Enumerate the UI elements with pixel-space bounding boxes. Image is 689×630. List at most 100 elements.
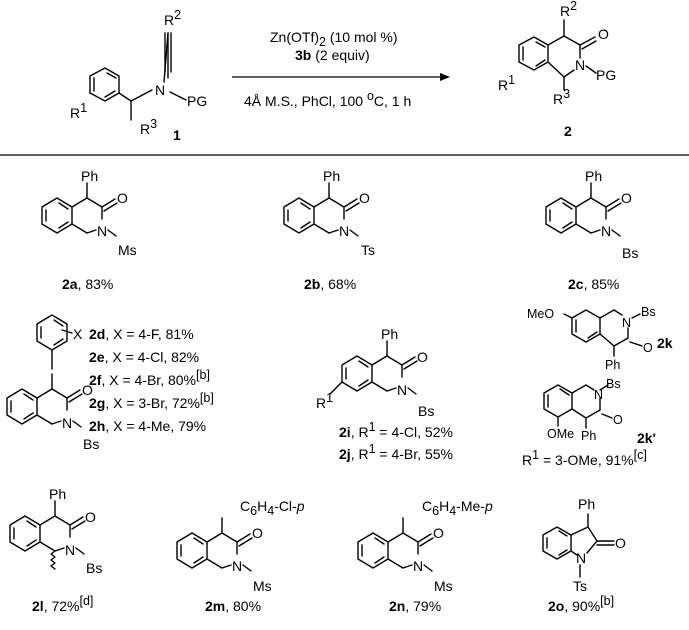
n-atom: N	[339, 223, 349, 239]
aryl-label: C6H4-Me-p	[422, 498, 493, 518]
aryl-label: C6H4-Cl-p	[240, 498, 305, 518]
product-n-atom: N	[575, 57, 585, 73]
o-atom: O	[433, 525, 444, 541]
r1-bond	[329, 381, 343, 395]
o-atom: O	[359, 190, 370, 206]
o-atom: O	[117, 190, 128, 206]
compound-2b: Ph O N Ts 2b, 68%	[283, 168, 375, 292]
ts-label: Ts	[361, 242, 375, 258]
compound-2a: Ph O N Ms 2a, 83%	[41, 168, 137, 292]
o-atom: O	[613, 413, 623, 427]
label-2a: 2a, 83%	[62, 276, 113, 292]
compound-2o: Ph O N Ts 2o, 90%[b]	[542, 496, 626, 614]
substrate-benzene-ring	[89, 67, 120, 102]
arrow-head	[440, 73, 450, 81]
label-2f: 2f, X = 4-Br, 80%[b]	[89, 368, 210, 388]
bs-label: Bs	[606, 377, 621, 391]
label-2j: 2j, R1 = 4-Br, 55%	[339, 442, 453, 462]
oxidant-label: 3b (2 equiv)	[295, 47, 370, 63]
product-2: O N PG R2 R1 R3 2	[498, 0, 616, 139]
ph-label: Ph	[49, 486, 66, 502]
compound-2k-prime: N Bs O OMe Ph 2k' R1 = 3-OMe, 91%[c]	[522, 377, 656, 468]
substrate-r2-label: R2	[164, 8, 181, 28]
label-2o: 2o, 90%[b]	[548, 594, 614, 614]
ph-label: Ph	[605, 358, 620, 372]
n-atom: N	[594, 388, 603, 402]
bs-label: Bs	[83, 436, 99, 452]
ph-label: Ph	[381, 326, 398, 342]
ph-label: Ph	[585, 168, 602, 184]
ph-label: Ph	[81, 168, 98, 184]
label-2d: 2d, X = 4-F, 81%	[89, 326, 194, 342]
ms-label: Ms	[253, 578, 272, 594]
label-2k: 2k	[657, 335, 673, 351]
n-atom: N	[232, 558, 242, 574]
n-atom: N	[62, 415, 72, 431]
product-r1-label: R1	[498, 73, 515, 93]
compound-2i-2j: Ph O N Bs R1 2i, R1 = 4-Cl, 52% 2j, R1 =…	[316, 326, 453, 462]
bs-label: Bs	[86, 560, 102, 576]
compound-2d-2h: X O N Bs 2d, X = 4-F, 81% 2e, X = 4-Cl, …	[6, 314, 214, 452]
n-atom: N	[622, 316, 631, 330]
n-atom: N	[97, 223, 107, 239]
o-atom: O	[615, 535, 626, 551]
label-2i: 2i, R1 = 4-Cl, 52%	[339, 420, 453, 440]
substrate-r3-label: R3	[140, 117, 157, 137]
ph-label: Ph	[578, 496, 595, 512]
label-2k-yield: R1 = 3-OMe, 91%[c]	[522, 448, 647, 468]
substrate-n-atom: N	[155, 82, 165, 98]
ph-label: Ph	[581, 429, 596, 443]
n-atom: N	[397, 382, 407, 398]
substrate-number: 1	[173, 127, 181, 143]
product-number: 2	[564, 123, 572, 139]
ph-label: Ph	[323, 168, 340, 184]
bs-label: Bs	[418, 403, 434, 419]
n-atom: N	[576, 550, 586, 566]
product-pg-label: PG	[596, 67, 616, 83]
wavy-methyl-bond	[50, 550, 56, 570]
o-atom: O	[417, 349, 428, 365]
bs-label: Bs	[622, 245, 638, 261]
label-2m: 2m, 80%	[205, 598, 261, 614]
product-r3-label: R3	[553, 87, 570, 107]
ome-label: OMe	[547, 427, 574, 441]
o-atom: O	[85, 509, 96, 525]
label-2h: 2h, X = 4-Me, 79%	[89, 418, 206, 434]
n-atom: N	[65, 542, 75, 558]
conditions-label: 4Å M.S., PhCl, 100 oC, 1 h	[244, 89, 411, 109]
catalyst-label: Zn(OTf)2 (10 mol %)	[270, 29, 398, 49]
x-label: X	[73, 326, 83, 342]
n-atom: N	[413, 558, 423, 574]
label-2l: 2l, 72%[d]	[32, 594, 93, 614]
substrate-r1-label: R1	[70, 101, 87, 121]
bs-label: Bs	[641, 305, 656, 319]
product-r2-label: R2	[560, 0, 577, 19]
product-o-atom: O	[598, 26, 609, 42]
substrate-pg-label: PG	[187, 93, 207, 109]
r1-label: R1	[316, 391, 333, 411]
label-2b: 2b, 68%	[304, 276, 356, 292]
o-atom: O	[82, 382, 93, 398]
o-atom: O	[621, 190, 632, 206]
substrate-1: N PG R2 R1 R3 1	[70, 8, 207, 143]
label-2c: 2c, 85%	[568, 276, 619, 292]
label-2k-prime: 2k'	[637, 430, 656, 446]
n-atom: N	[601, 223, 611, 239]
label-2g: 2g, X = 3-Br, 72%[b]	[89, 391, 214, 411]
label-2e: 2e, X = 4-Cl, 82%	[89, 349, 199, 365]
compound-2c: Ph O N Bs 2c, 85%	[545, 168, 638, 292]
meo-label: MeO	[527, 307, 554, 321]
compound-2k: MeO N Bs O Ph 2k	[527, 305, 673, 372]
compound-2l: Ph O N Bs 2l, 72%[d]	[9, 486, 102, 614]
label-2n: 2n, 79%	[389, 598, 441, 614]
compound-2m: C6H4-Cl-p O N Ms 2m, 80%	[176, 498, 305, 614]
ms-label: Ms	[118, 242, 137, 258]
o-atom: O	[643, 341, 653, 355]
ms-label: Ms	[434, 578, 453, 594]
o-atom: O	[252, 525, 263, 541]
compound-2n: C6H4-Me-p O N Ms 2n, 79%	[357, 498, 493, 614]
ts-label: Ts	[573, 578, 587, 594]
reaction-arrow-group: Zn(OTf)2 (10 mol %) 3b (2 equiv) 4Å M.S.…	[232, 29, 450, 109]
